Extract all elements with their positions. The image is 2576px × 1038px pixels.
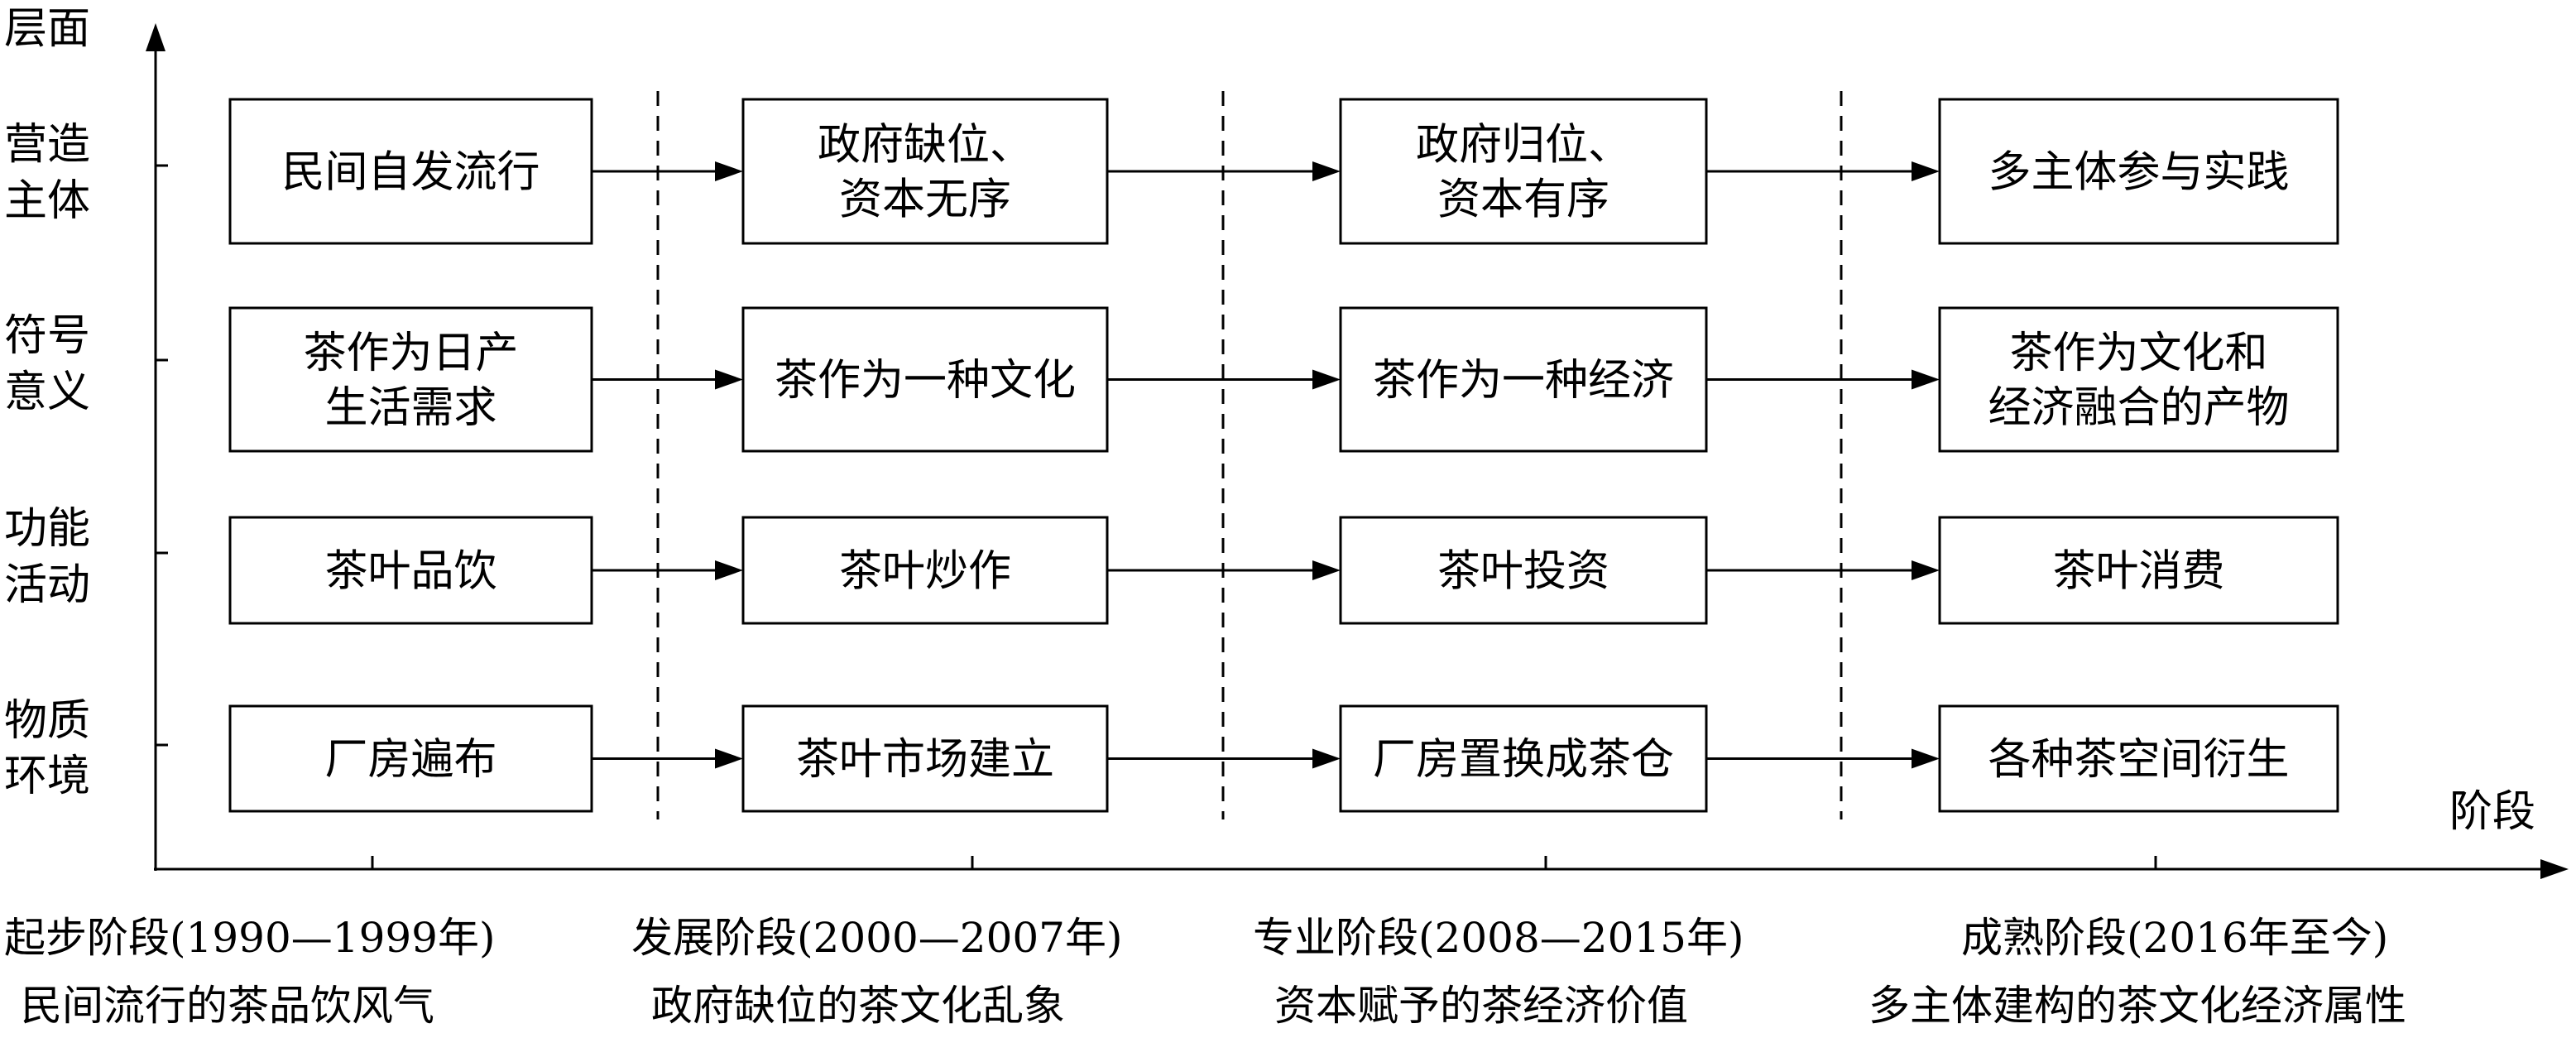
stage-subtitle: 资本赋予的茶经济价值: [1274, 982, 1688, 1030]
stage-subtitle: 多主体建构的茶文化经济属性: [1868, 982, 2406, 1030]
flow-arrowhead: [1312, 748, 1341, 769]
layer-label-line2: 活动: [4, 560, 90, 610]
flow-box: [228, 306, 593, 453]
flow-arrowhead: [1912, 161, 1940, 181]
flow-box-label: 各种茶空间衍生: [1988, 735, 2289, 785]
layer-label-line2: 环境: [4, 752, 90, 801]
flow-box: [1938, 306, 2339, 453]
flow-box-label: 政府缺位、: [818, 121, 1033, 171]
flow-box-label: 茶叶炒作: [839, 547, 1011, 597]
x-axis-arrowhead: [2540, 859, 2569, 879]
flow-arrowhead: [715, 560, 743, 580]
flow-arrows: [592, 161, 1940, 769]
flow-box: [1938, 704, 2339, 813]
flow-box-label: 茶作为一种文化: [775, 356, 1076, 406]
flow-arrowhead: [715, 369, 743, 390]
axes: 层面 阶段: [4, 4, 2569, 879]
flow-box-label: 茶叶消费: [2052, 547, 2224, 597]
flow-box-label: 经济融合的产物: [1988, 383, 2289, 433]
flow-box-label: 多主体参与实践: [1988, 148, 2289, 198]
stage-title: 专业阶段(2008—2015年): [1253, 914, 1744, 962]
flow-box-label: 政府归位、: [1416, 121, 1631, 171]
flow-box-label: 茶叶品饮: [324, 547, 496, 597]
flow-arrowhead: [1912, 369, 1940, 390]
x-axis-title: 阶段: [2449, 787, 2535, 837]
flow-arrowhead: [1912, 748, 1940, 769]
stage-title: 成熟阶段(2016年至今): [1961, 914, 2388, 962]
flow-box: [741, 516, 1109, 625]
flow-box-label: 厂房置换成茶仓: [1373, 735, 1674, 785]
stage-separators: [656, 91, 1843, 819]
stage-title: 起步阶段(1990—1999年): [4, 914, 496, 962]
flow-box-label: 生活需求: [324, 383, 496, 433]
flow-box: [1938, 516, 2339, 625]
flow-box-label: 茶作为日产: [303, 329, 518, 378]
flow-box: [1339, 306, 1708, 453]
flow-arrowhead: [715, 161, 743, 181]
flow-arrowhead: [1312, 369, 1341, 390]
flow-box: [228, 516, 593, 625]
layer-label-line2: 主体: [4, 176, 90, 226]
flow-arrowhead: [1312, 161, 1341, 181]
flow-arrowhead: [715, 748, 743, 769]
flow-arrowhead: [1912, 560, 1940, 580]
flow-box: [228, 98, 593, 245]
layer-label-line1: 物质: [4, 696, 90, 746]
flow-box: [1339, 704, 1708, 813]
stage-captions: 起步阶段(1990—1999年) 民间流行的茶品饮风气 发展阶段(2000—20…: [4, 914, 2406, 1030]
stage-subtitle: 民间流行的茶品饮风气: [21, 982, 434, 1030]
y-axis-arrowhead: [146, 23, 165, 51]
layer-label-line1: 营造: [4, 120, 90, 170]
layer-labels: 营造 主体 符号 意义 功能 活动 物质 环境: [4, 120, 168, 801]
flow-box: [741, 704, 1109, 813]
flow-box: [1339, 98, 1708, 245]
flow-box-label: 茶叶投资: [1437, 547, 1609, 597]
y-axis-title: 层面: [4, 4, 90, 54]
flow-box: [1938, 98, 2339, 245]
flow-box-label: 厂房遍布: [324, 735, 496, 785]
flow-box-label: 茶叶市场建立: [796, 735, 1054, 785]
flow-box-label: 资本有序: [1437, 175, 1609, 225]
stage-ticks: [371, 856, 2157, 869]
flow-box: [741, 306, 1109, 453]
stage-subtitle: 政府缺位的茶文化乱象: [651, 982, 1065, 1030]
stage-title: 发展阶段(2000—2007年): [631, 914, 1123, 962]
flow-box: [1339, 516, 1708, 625]
flow-box-label: 茶作为一种经济: [1373, 356, 1674, 406]
flow-box-label: 茶作为文化和: [2009, 329, 2267, 378]
layer-label-line2: 意义: [4, 368, 90, 417]
flow-box-label: 民间自发流行: [281, 148, 540, 198]
flow-boxes: 民间自发流行 政府缺位、资本无序 政府归位、资本有序 多主体参与实践茶作为日产生活需求…: [228, 98, 2339, 813]
layer-label-line1: 功能: [4, 504, 90, 554]
layer-label-line1: 符号: [4, 311, 90, 361]
flow-box-label: 资本无序: [839, 175, 1011, 225]
flow-arrowhead: [1312, 560, 1341, 580]
flow-box: [741, 98, 1109, 245]
